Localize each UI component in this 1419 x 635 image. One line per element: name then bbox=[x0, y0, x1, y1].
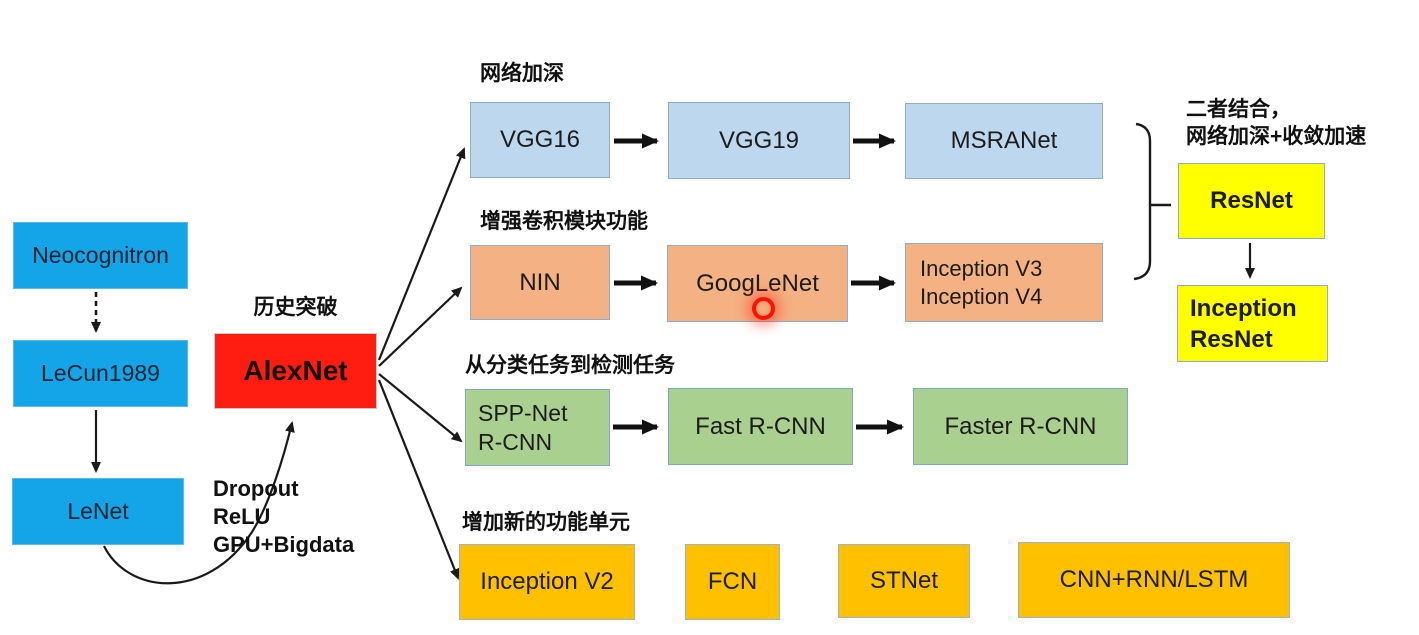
node-resnet-label: ResNet bbox=[1210, 187, 1293, 215]
node-googlenet[interactable]: GoogLeNet bbox=[667, 245, 848, 322]
node-fast-rcnn[interactable]: Fast R-CNN bbox=[668, 388, 853, 465]
caption-detection-tasks: 从分类任务到检测任务 bbox=[465, 354, 675, 377]
node-sppnet-rcnn[interactable]: SPP-Net R-CNN bbox=[465, 389, 610, 466]
node-inception-v2[interactable]: Inception V2 bbox=[459, 544, 635, 620]
node-nin[interactable]: NIN bbox=[470, 245, 610, 320]
node-msranet-label: MSRANet bbox=[950, 127, 1058, 155]
node-fast-rcnn-label: Fast R-CNN bbox=[695, 412, 826, 440]
node-msranet[interactable]: MSRANet bbox=[905, 103, 1103, 179]
caption-historic-breakthrough: 历史突破 bbox=[253, 296, 338, 319]
click-indicator-icon bbox=[752, 297, 775, 320]
node-inception-resnet-label2: ResNet bbox=[1190, 325, 1273, 353]
node-cnn-rnn-lstm-label: CNN+RNN/LSTM bbox=[1059, 566, 1249, 594]
node-lenet-label: LeNet bbox=[67, 498, 129, 525]
caption-network-deepening: 网络加深 bbox=[480, 62, 564, 85]
alexnet-techniques: Dropout ReLU GPU+Bigdata bbox=[213, 475, 354, 559]
arrow-alexnet-nin bbox=[378, 286, 463, 367]
node-vgg16[interactable]: VGG16 bbox=[470, 102, 610, 178]
node-vgg19-label: VGG19 bbox=[718, 126, 800, 154]
technique-relu: ReLU bbox=[213, 504, 271, 529]
node-fcn[interactable]: FCN bbox=[685, 544, 780, 620]
arrow-alexnet-inceptionv2 bbox=[377, 379, 460, 580]
node-sppnet-label: SPP-Net bbox=[478, 399, 568, 426]
node-rcnn-label: R-CNN bbox=[478, 428, 553, 455]
caption-combine-line2: 网络加深+收敛加速 bbox=[1186, 125, 1367, 148]
node-vgg19[interactable]: VGG19 bbox=[668, 102, 850, 179]
node-resnet[interactable]: ResNet bbox=[1178, 163, 1325, 239]
caption-conv-module: 增强卷积模块功能 bbox=[480, 210, 648, 233]
node-alexnet-label: AlexNet bbox=[243, 354, 348, 386]
node-inception-v3-label: Inception V3 bbox=[920, 255, 1043, 281]
node-faster-rcnn-label: Faster R-CNN bbox=[944, 412, 1097, 440]
node-alexnet[interactable]: AlexNet bbox=[214, 333, 377, 409]
node-nin-label: NIN bbox=[519, 268, 561, 296]
node-neocognitron-label: Neocognitron bbox=[32, 242, 169, 269]
node-lecun1989[interactable]: LeCun1989 bbox=[13, 340, 188, 407]
arrow-alexnet-vgg16 bbox=[377, 147, 466, 361]
node-neocognitron[interactable]: Neocognitron bbox=[13, 222, 188, 289]
node-stnet[interactable]: STNet bbox=[838, 544, 970, 618]
node-inception-resnet[interactable]: Inception ResNet bbox=[1177, 285, 1328, 362]
technique-gpu-bigdata: GPU+Bigdata bbox=[213, 532, 355, 557]
node-inception-v3-v4[interactable]: Inception V3 Inception V4 bbox=[905, 243, 1103, 322]
caption-combine-line1: 二者结合， bbox=[1186, 98, 1291, 121]
node-inception-resnet-label1: Inception bbox=[1190, 294, 1297, 322]
caption-new-units: 增加新的功能单元 bbox=[462, 511, 630, 534]
node-lenet[interactable]: LeNet bbox=[12, 478, 184, 545]
node-cnn-rnn-lstm[interactable]: CNN+RNN/LSTM bbox=[1018, 542, 1290, 618]
node-inception-v4-label: Inception V4 bbox=[920, 283, 1043, 309]
arrow-alexnet-sppnet bbox=[378, 373, 463, 443]
node-vgg16-label: VGG16 bbox=[499, 126, 581, 154]
node-stnet-label: STNet bbox=[869, 567, 938, 595]
node-lecun1989-label: LeCun1989 bbox=[41, 360, 160, 387]
node-inception-v2-label: Inception V2 bbox=[480, 568, 614, 596]
caption-combine: 二者结合， 网络加深+收敛加速 bbox=[1186, 96, 1366, 150]
node-fcn-label: FCN bbox=[707, 568, 758, 596]
node-googlenet-label: GoogLeNet bbox=[696, 269, 819, 297]
bracket-combine bbox=[1133, 122, 1152, 281]
technique-dropout: Dropout bbox=[213, 476, 299, 501]
node-faster-rcnn[interactable]: Faster R-CNN bbox=[913, 388, 1128, 465]
